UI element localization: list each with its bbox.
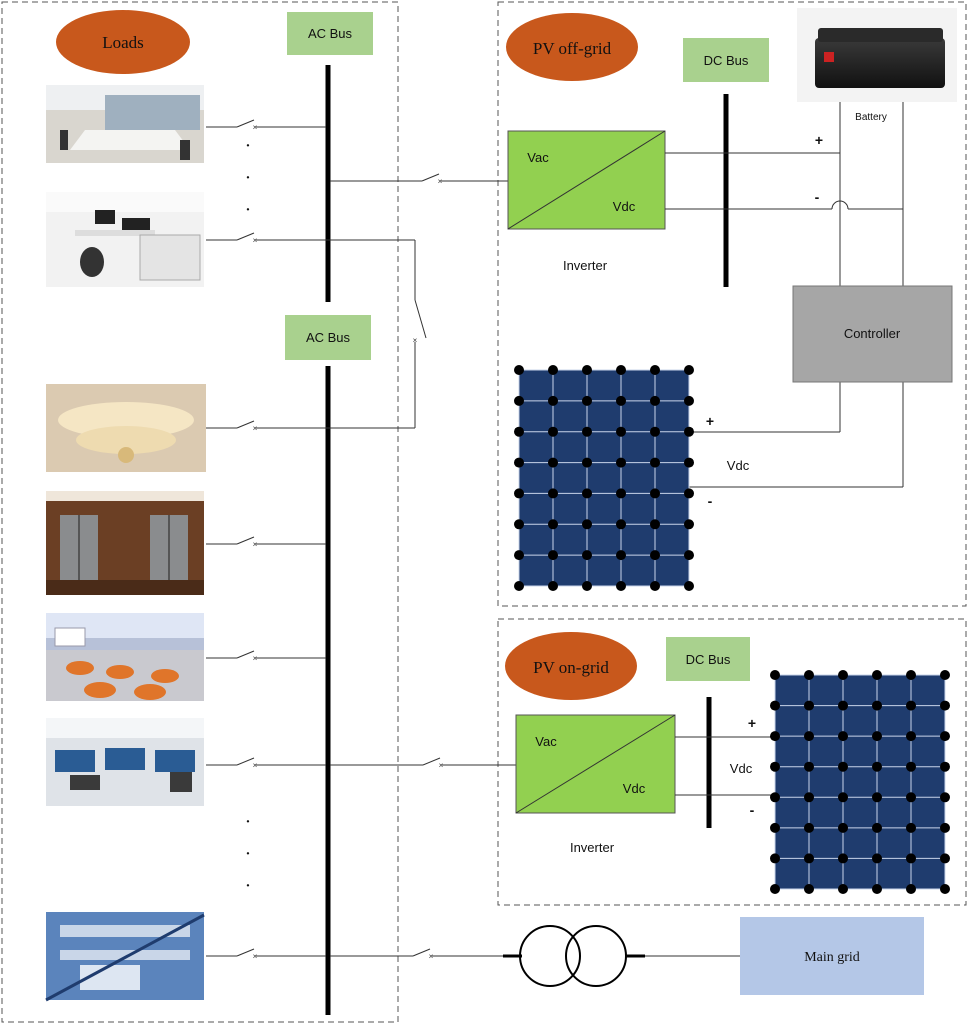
pv-offgrid-title-text: PV off-grid: [533, 39, 612, 58]
svg-text:×: ×: [253, 540, 258, 549]
svg-text:×: ×: [413, 336, 418, 345]
controller-box: Controller: [792, 285, 953, 383]
laboratory-photo: [46, 718, 204, 806]
svg-text:·: ·: [245, 167, 252, 189]
pv-offgrid-title: PV off-grid: [506, 13, 638, 81]
svg-text:·: ·: [245, 199, 252, 221]
transformer-symbol: [503, 925, 740, 987]
main-grid-box: Main grid: [740, 917, 924, 995]
svg-text:×: ×: [253, 236, 258, 245]
pv-offgrid-plus: +: [706, 413, 714, 429]
inverter-ongrid-label: Inverter: [570, 840, 615, 855]
dc-bus-offgrid-label: DC Bus: [704, 53, 749, 68]
pv-offgrid-region: [497, 1, 967, 607]
pv-ongrid-region: [497, 618, 967, 906]
inverter-ongrid-dc: Vdc: [623, 781, 646, 796]
svg-text:·: ·: [245, 875, 252, 897]
controller-label: Controller: [844, 326, 901, 341]
elevator-photo: [46, 491, 204, 595]
office-workstation-photo: [46, 192, 204, 287]
inverter-offgrid-ac: Vac: [527, 150, 549, 165]
inverter-ongrid-ac: Vac: [535, 734, 557, 749]
ac-bus-upper-label: AC Bus: [308, 26, 353, 41]
chandelier-lighting-photo: [46, 384, 206, 472]
battery-minus: -: [815, 189, 820, 205]
inverter-ongrid: Vac Vdc: [515, 714, 676, 814]
dc-bus-ongrid-box: DC Bus: [666, 637, 750, 681]
pv-offgrid-voltage: Vdc: [727, 458, 750, 473]
classroom-photo: [46, 613, 204, 701]
pv-panel-ongrid: [770, 670, 950, 894]
pv-ongrid-minus: -: [750, 802, 755, 818]
inverter-offgrid-dc: Vdc: [613, 199, 636, 214]
dc-bus-ongrid-label: DC Bus: [686, 652, 731, 667]
pv-ongrid-title: PV on-grid: [505, 632, 637, 700]
ellipsis-dots-upper: · · ·: [245, 135, 252, 221]
offgrid-wiring: [665, 102, 904, 488]
ongrid-wiring: [675, 736, 778, 796]
ellipsis-dots-lower: · · ·: [245, 811, 252, 897]
svg-text:·: ·: [245, 843, 252, 865]
loads-region: [1, 1, 399, 1023]
svg-text:×: ×: [253, 654, 258, 663]
svg-text:×: ×: [253, 952, 258, 961]
pv-panel-offgrid: [514, 365, 694, 591]
battery-plus: +: [815, 132, 823, 148]
svg-text:·: ·: [245, 135, 252, 157]
pv-ongrid-title-text: PV on-grid: [533, 658, 609, 677]
switch-markers: × × × × × × × × × × ×: [253, 123, 444, 961]
dc-bus-offgrid-box: DC Bus: [683, 38, 769, 82]
svg-text:·: ·: [245, 811, 252, 833]
battery-label: Battery: [855, 112, 887, 123]
pv-ongrid-plus: +: [748, 715, 756, 731]
loads-title: Loads: [56, 10, 190, 74]
conference-room-photo: [46, 85, 204, 163]
svg-text:×: ×: [253, 761, 258, 770]
ac-bus-lower-label: AC Bus: [306, 330, 351, 345]
hvac-ducts-photo: [45, 912, 205, 1002]
pv-offgrid-minus: -: [708, 493, 713, 509]
svg-text:×: ×: [439, 761, 444, 770]
ac-bus-upper-box: AC Bus: [287, 12, 373, 55]
battery-photo: [797, 8, 957, 102]
main-grid-label: Main grid: [804, 950, 860, 965]
load-connections: [206, 119, 516, 957]
loads-title-text: Loads: [102, 33, 144, 52]
svg-text:×: ×: [438, 177, 443, 186]
svg-text:×: ×: [253, 123, 258, 132]
svg-text:×: ×: [429, 952, 434, 961]
inverter-offgrid: Vac Vdc: [507, 130, 666, 230]
ac-bus-lower-box: AC Bus: [285, 315, 371, 360]
svg-text:×: ×: [253, 424, 258, 433]
pv-ongrid-voltage: Vdc: [730, 761, 753, 776]
inverter-offgrid-label: Inverter: [563, 258, 608, 273]
